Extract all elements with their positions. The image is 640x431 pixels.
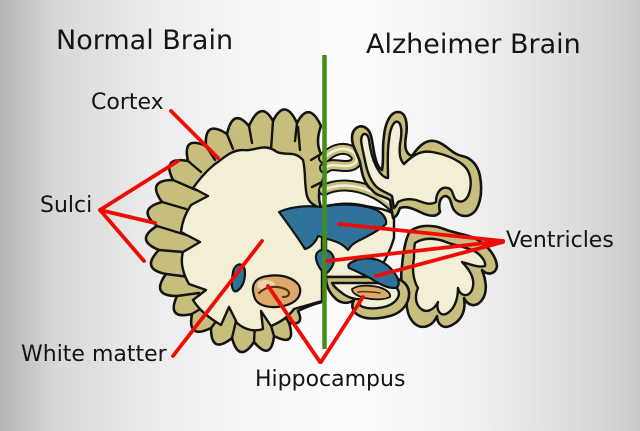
cortex-label: Cortex [91,90,164,115]
sulci-leader-line-top [98,159,180,212]
temporal-horn-ventricle [347,257,400,290]
normal-brain-title: Normal Brain [56,25,234,56]
cortex-leader-line [169,109,220,160]
alzheimer-top-lobe [350,110,483,220]
lateral-ventricle [277,203,388,252]
ventricles-leader-line-bottom [374,240,505,278]
sulci-label: Sulci [40,193,93,218]
alzheimer-brain-title: Alzheimer Brain [366,29,581,60]
sulci-leader-line-mid [98,208,157,225]
annotation-lines [98,109,505,364]
white-matter-leader-line [171,239,264,358]
normal-brain [144,108,327,354]
hippocampus-leader-line-left [266,284,322,364]
alzheimer-medial-gyri [318,142,399,212]
normal-ventricle-inferior-horn [230,263,247,293]
ventricles-label: Ventricles [506,228,614,253]
ventricles-leader-line-mid [325,239,505,263]
alzheimer-brain [277,110,499,329]
hippocampus-label: Hippocampus [255,367,406,392]
ventricles-leader-line-top [337,222,505,243]
sulci-leader-line-bottom [98,208,146,263]
alzheimer-right-lobe [399,224,499,329]
normal-hippocampus [251,274,302,309]
white-matter-label: White matter [21,342,167,367]
hippocampus-leader-line-right [319,295,365,364]
ventricles [277,203,400,290]
